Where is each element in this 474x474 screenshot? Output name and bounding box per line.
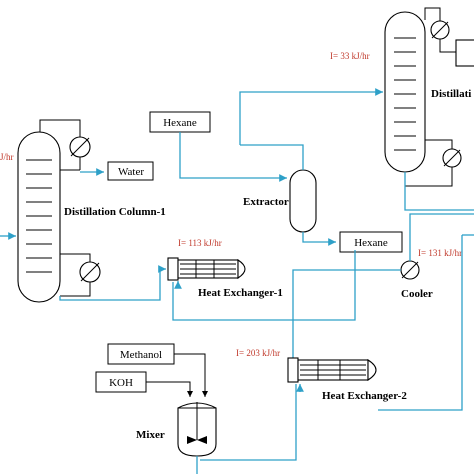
distillation-column-1: [17, 131, 61, 303]
condenser-1: [39, 119, 91, 171]
distillation-column-2: [384, 11, 426, 173]
extractor-overhead: [240, 144, 304, 170]
cooler-inlet: [409, 213, 474, 261]
column1-duty: J/hr: [0, 152, 14, 162]
heat-exchanger-1: [167, 257, 246, 281]
water-box: Water: [107, 161, 154, 181]
reboiler-2: [404, 139, 462, 187]
extractor-to-hexane: [302, 232, 336, 246]
hexane-feed-label: Hexane: [163, 117, 197, 129]
column1-label: Distillation Column-1: [64, 206, 166, 218]
hx1-duty: I= 113 kJ/hr: [178, 238, 222, 248]
extractor-label: Extractor: [243, 196, 289, 208]
mixer: [177, 402, 217, 457]
koh-box: KOH: [95, 371, 147, 393]
hexane-feed-box: Hexane: [149, 111, 211, 133]
column2-bottoms: [404, 172, 474, 211]
hexane-to-extractor: [179, 132, 287, 182]
hx2-duty: I= 203 kJ/hr: [236, 348, 280, 358]
methanol-to-mixer: [174, 353, 208, 397]
cooler-outlet: [292, 269, 401, 362]
koh-to-mixer: [146, 381, 193, 397]
cooler-duty: I= 131 kJ/hr: [418, 248, 462, 258]
methanol-label: Methanol: [120, 349, 162, 361]
column1-bottoms-to-hx1: [59, 265, 166, 301]
hexane-product-label: Hexane: [354, 237, 388, 249]
column2-duty: I= 33 kJ/hr: [330, 51, 370, 61]
condenser-2: [424, 7, 474, 67]
methanol-box: Methanol: [107, 343, 175, 365]
extractor: [289, 169, 317, 233]
mixer-label: Mixer: [136, 429, 165, 441]
column2-to-hx2: [378, 235, 463, 411]
hx2-to-mixer: [200, 384, 297, 461]
hx1-label: Heat Exchanger-1: [198, 287, 283, 299]
koh-label: KOH: [109, 377, 133, 389]
water-label: Water: [118, 166, 144, 178]
reboiler-1: [60, 253, 101, 297]
hexane-product-box: Hexane: [339, 231, 403, 253]
cooler: [400, 260, 420, 280]
feed-to-column-2: [239, 88, 383, 145]
heat-exchanger-2: [287, 357, 377, 383]
hx2-label: Heat Exchanger-2: [322, 390, 407, 402]
cooler-label: Cooler: [401, 288, 433, 300]
hx1-outlet: [172, 250, 356, 321]
column2-label: Distillati: [431, 88, 471, 100]
